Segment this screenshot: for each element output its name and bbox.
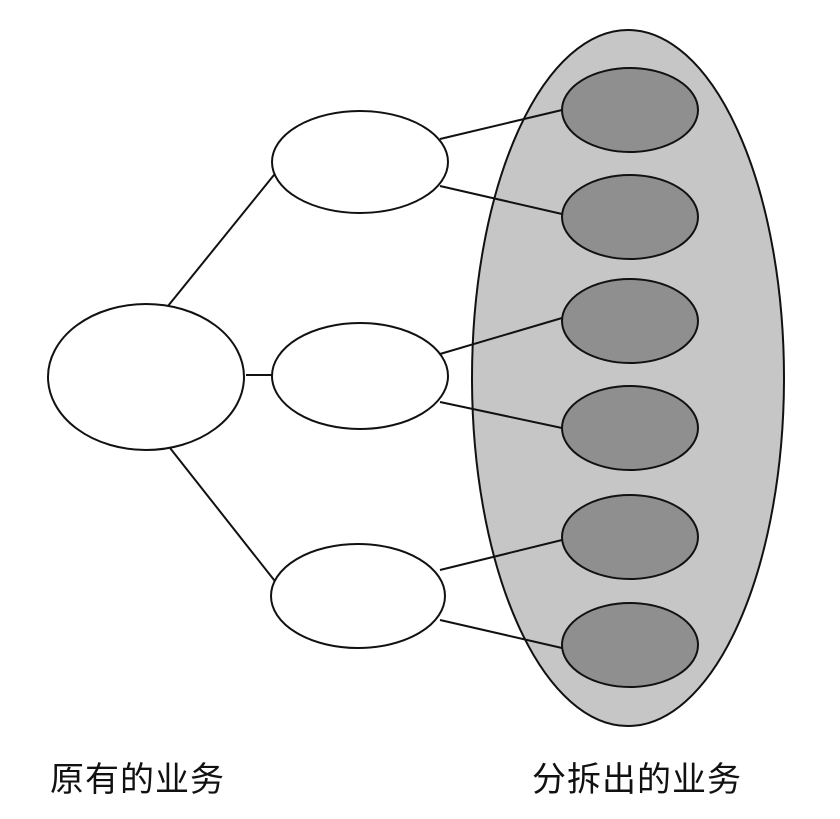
original-business-label: 原有的业务 <box>50 760 225 800</box>
split-business-node-3 <box>561 278 699 364</box>
split-business-node-2 <box>561 174 699 260</box>
split-business-node-6 <box>561 602 699 688</box>
original-business-node-1 <box>271 110 449 214</box>
root-connectors <box>167 169 279 586</box>
split-business-node-1 <box>561 67 699 153</box>
split-business-group <box>471 29 785 727</box>
original-business-node-2 <box>271 322 449 430</box>
split-business-node-5 <box>561 494 699 580</box>
split-business-label: 分拆出的业务 <box>532 760 742 800</box>
split-connectors <box>439 109 563 649</box>
split-business-node-4 <box>561 385 699 471</box>
original-business-node-3 <box>270 543 446 649</box>
original-business-root-node <box>47 303 245 451</box>
